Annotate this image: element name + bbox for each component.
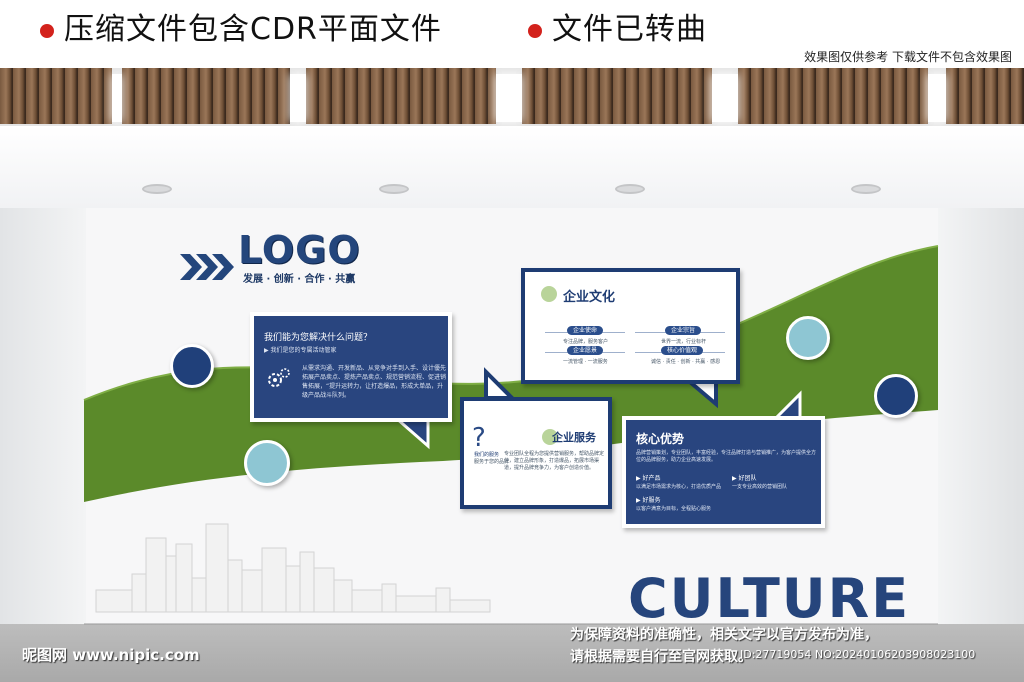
ceiling-light (928, 74, 946, 122)
decor-circle-light (786, 316, 830, 360)
wood-slats (122, 68, 290, 124)
panel-advantage-title: 核心优势 (636, 432, 685, 446)
advantage-item-text: 以满足市场需求为核心，打造优质产品 (636, 484, 722, 490)
watermark-site: 昵图网 www.nipic.com (22, 646, 200, 664)
decor-circle-navy (170, 344, 214, 388)
panel-solve-body: 从需求沟通、开发新品、从竞争对手到入手、设计優先拓展产品卖点、提炼产品卖点、规范… (302, 365, 447, 399)
wood-slats (522, 68, 712, 124)
panel-solve-subtitle: ▶ 我们是您的专属活动管家 (264, 347, 337, 354)
wood-slats (306, 68, 496, 124)
wood-slats (0, 68, 112, 124)
service-sub: 服务于您的品牌 (474, 459, 510, 465)
wood-slats (738, 68, 928, 124)
panel-service-title: 企业服务 (552, 431, 596, 444)
green-dot-icon (541, 286, 557, 302)
logo-text: LOGO (238, 228, 361, 272)
question-mark-icon: ? (472, 423, 486, 453)
ceiling-light (112, 74, 122, 122)
panel-solve-title: 我们能为您解决什么问题？ (264, 333, 373, 343)
advantage-item-text: 以客户满意为目标，全程贴心服务 (636, 506, 712, 512)
green-wave (84, 246, 938, 502)
watermark-line-1: 为保障资料的准确性，相关文字以官方发布为准， (570, 627, 878, 643)
panel-culture-title: 企业文化 (563, 290, 616, 305)
red-dot-icon (528, 24, 542, 38)
ceiling-light (290, 74, 306, 122)
panel-advantage-intro: 品牌营销策划，专业团队，丰富经验，专注品牌打造与营销推广，为客户提供全方位的品牌… (636, 450, 817, 463)
ceiling-light (496, 74, 522, 122)
ceiling-light (712, 74, 738, 122)
culture-pill: 企业宗旨 (665, 326, 702, 335)
culture-pill: 企业愿景 (567, 346, 604, 355)
advantage-item-text: 一支专业高效的营销团队 (732, 484, 788, 490)
soffit (0, 126, 1024, 208)
left-side-wall (0, 208, 86, 624)
decor-circle-light (244, 440, 290, 486)
green-dot-icon (542, 429, 558, 445)
banner-left-text: 压缩文件包含CDR平面文件 (64, 12, 442, 47)
downlight (142, 184, 172, 194)
panel-advantage: 核心优势 品牌营销策划，专业团队，丰富经验，专注品牌打造与营销推广，为客户提供全… (622, 416, 825, 528)
banner-right-text: 文件已转曲 (552, 12, 707, 47)
advantage-item-label: ▶ 好团队 (732, 475, 757, 482)
advantage-item-label: ▶ 好产品 (636, 475, 661, 482)
culture-item-text: 一流管理 · 一流服务 (563, 359, 608, 365)
red-dot-icon (40, 24, 54, 38)
culture-heading: CULTURE (628, 567, 911, 630)
floor (0, 624, 1024, 682)
logo-slogan: 发展 · 创新 · 合作 · 共赢 (243, 274, 356, 285)
panel-culture: 企业文化 企业使命 专注品牌，服务客户 企业宗旨 世界一流，行业标杆 企业愿景 … (521, 268, 740, 384)
downlight (851, 184, 881, 194)
decor-circle-navy (874, 374, 918, 418)
city-skyline (95, 523, 491, 613)
panel-solve: 我们能为您解决什么问题？ ▶ 我们是您的专属活动管家 从需求沟通、开发新品、从竞… (250, 312, 452, 422)
downlight (379, 184, 409, 194)
culture-item-text: 诚信 · 责任 · 创新 · 共赢 · 感恩 (651, 359, 721, 365)
service-body: 专业团队全程为您提供营销服务，帮助品牌定位，建立品牌形象，打造爆品，拓展市场渠道… (504, 451, 605, 471)
watermark-line-2: 请根据需要自行至官网获取。 (570, 649, 752, 665)
right-side-wall (938, 208, 1024, 624)
culture-item-text: 世界一流，行业标杆 (661, 339, 707, 345)
watermark-id: ID:27719054 NO:20240106203908023100 (740, 648, 976, 661)
gears-icon (268, 368, 290, 387)
culture-pill: 企业使命 (567, 326, 604, 335)
panel-service: 企业服务 ? 我们的服务 服务于您的品牌 专业团队全程为您提供营销服务，帮助品牌… (460, 397, 612, 509)
banner-note: 效果图仅供参考 下载文件不包含效果图 (804, 50, 1012, 64)
advantage-item-label: ▶ 好服务 (636, 497, 661, 504)
service-question: 我们的服务 (474, 452, 500, 458)
culture-item-text: 专注品牌，服务客户 (563, 339, 609, 345)
chevron-arrows-icon (180, 254, 234, 280)
downlight (615, 184, 645, 194)
wood-slats (946, 68, 1024, 124)
top-banner: 压缩文件包含CDR平面文件 文件已转曲 效果图仅供参考 下载文件不包含效果图 (0, 0, 1024, 68)
culture-pill: 核心价值观 (661, 346, 704, 355)
